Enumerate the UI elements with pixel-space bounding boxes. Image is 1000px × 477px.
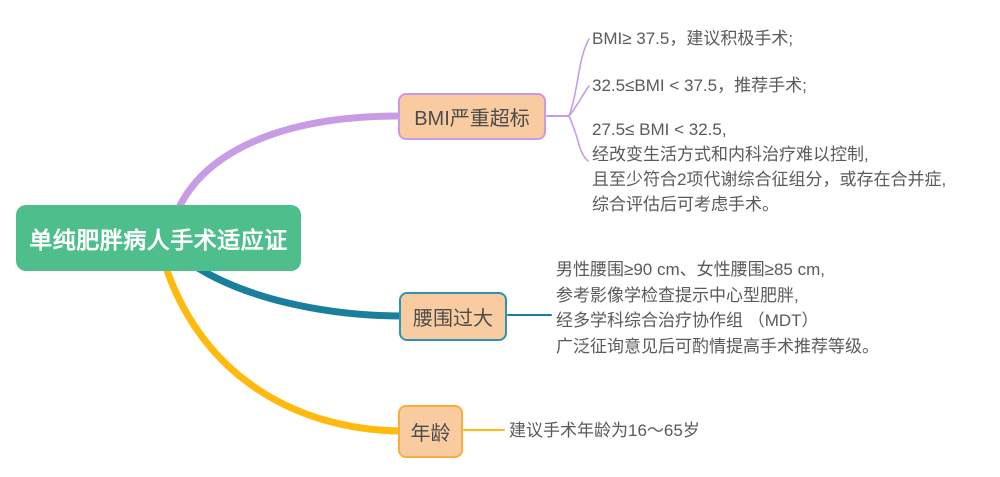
bmi-leaf-1-line: BMI≥ 37.5，建议积极手术; (592, 29, 794, 48)
bmi-leaf-connector-3 (568, 115, 589, 162)
branch-curve-waist (179, 254, 407, 320)
branch-node-bmi[interactable]: BMI严重超标 (398, 93, 546, 140)
root-node[interactable]: 单纯肥胖病人手术适应证 (16, 205, 301, 271)
bmi-leaf-3-line-2: 经改变生活方式和内科治疗难以控制, (592, 145, 869, 164)
bmi-leaf-2[interactable]: 32.5≤BMI < 37.5，推荐手术; (592, 73, 807, 98)
bmi-leaf-3-line-4: 综合评估后可考虑手术。 (592, 195, 779, 214)
branch-node-waist[interactable]: 腰围过大 (399, 292, 507, 341)
waist-leaf-line-2: 参考影像学检查提示中心型肥胖, (556, 285, 799, 305)
age-leaf-line: 建议手术年龄为16～65岁 (509, 421, 700, 440)
bmi-leaf-3-line-1: 27.5≤ BMI < 32.5, (592, 120, 727, 139)
age-leaf[interactable]: 建议手术年龄为16～65岁 (509, 418, 700, 443)
bmi-leaf-3[interactable]: 27.5≤ BMI < 32.5, 经改变生活方式和内科治疗难以控制, 且至少符… (592, 117, 946, 217)
waist-leaf-line-3: 经多学科综合治疗协作组 （MDT） (556, 311, 819, 330)
bmi-leaf-1[interactable]: BMI≥ 37.5，建议积极手术; (592, 26, 793, 51)
bmi-leaf-2-line: 32.5≤BMI < 37.5，推荐手术; (592, 76, 807, 95)
branch-node-age[interactable]: 年龄 (398, 405, 463, 458)
waist-leaf-line-1: 男性腰围≥90 cm、女性腰围≥85 cm, (556, 260, 825, 279)
branch-curve-age (158, 251, 407, 435)
bmi-leaf-3-line-3: 且至少符合2项代谢综合征组分，或存在合并症, (592, 170, 947, 189)
waist-leaf-line-4: 广泛征询意见后可酌情提高手术推荐等级。 (556, 336, 879, 356)
waist-leaf[interactable]: 男性腰围≥90 cm、女性腰围≥85 cm, 参考影像学检查提示中心型肥胖, 经… (556, 257, 879, 359)
bmi-leaf-connector-1 (568, 38, 590, 117)
bmi-leaf-connector-2 (568, 85, 590, 117)
branch-curve-bmi (168, 112, 408, 229)
